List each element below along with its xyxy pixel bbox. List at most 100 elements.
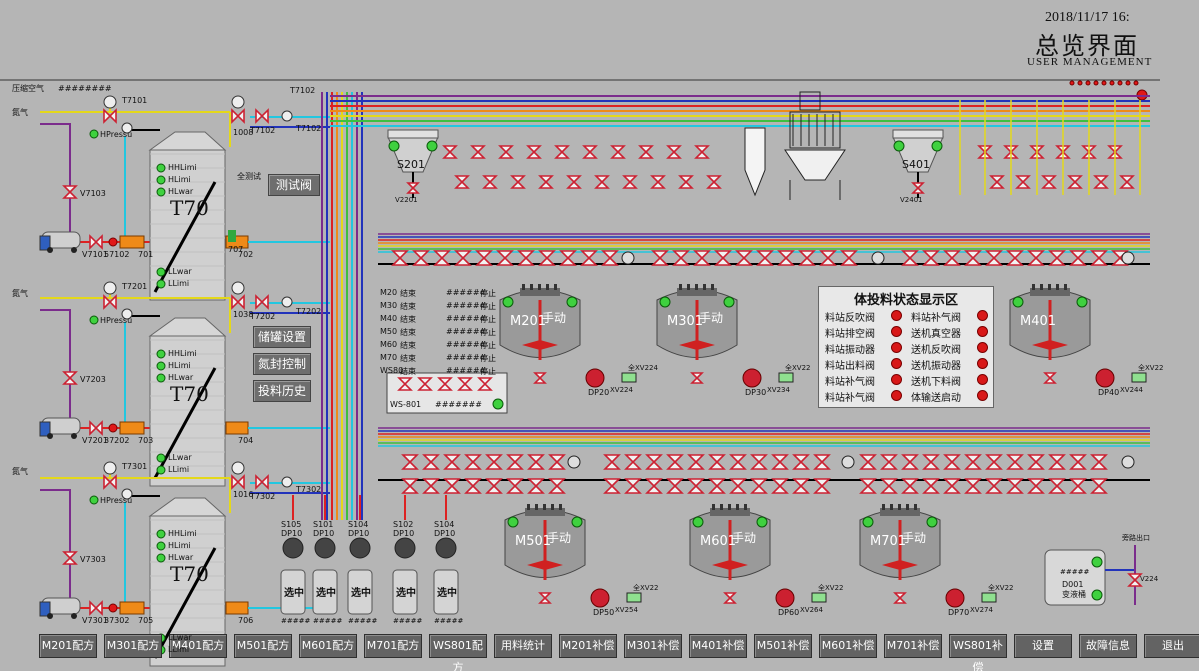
valve-icon[interactable]: [943, 250, 961, 266]
valve-icon[interactable]: [989, 175, 1005, 189]
valve-icon[interactable]: [422, 454, 440, 470]
test-valve-button[interactable]: 测试阀: [268, 174, 320, 196]
valve-icon[interactable]: [548, 454, 566, 470]
valve-icon[interactable]: [735, 250, 753, 266]
valve-icon[interactable]: [433, 250, 451, 266]
valve-icon[interactable]: [840, 250, 858, 266]
valve-icon[interactable]: [964, 250, 982, 266]
valve-icon[interactable]: [690, 372, 704, 384]
valve-icon[interactable]: [943, 478, 961, 494]
valve-icon[interactable]: [482, 175, 498, 189]
valve-icon[interactable]: [645, 454, 663, 470]
valve-icon[interactable]: [443, 454, 461, 470]
valve-icon[interactable]: [454, 175, 470, 189]
valve-icon[interactable]: [922, 478, 940, 494]
valve-icon[interactable]: [1090, 250, 1108, 266]
valve-icon[interactable]: [922, 250, 940, 266]
valve-icon[interactable]: [750, 454, 768, 470]
valve-icon[interactable]: [1015, 175, 1031, 189]
valve-icon[interactable]: [506, 478, 524, 494]
valve-icon[interactable]: [496, 250, 514, 266]
valve-icon[interactable]: [559, 250, 577, 266]
valve-icon[interactable]: [985, 478, 1003, 494]
valve-icon[interactable]: [622, 175, 638, 189]
valve-icon[interactable]: [62, 551, 78, 565]
valve-icon[interactable]: [666, 478, 684, 494]
valve-icon[interactable]: [964, 478, 982, 494]
valve-icon[interactable]: [1127, 573, 1143, 587]
valve-icon[interactable]: [255, 294, 269, 310]
valve-icon[interactable]: [792, 454, 810, 470]
valve-icon[interactable]: [498, 145, 514, 159]
valve-icon[interactable]: [1027, 250, 1045, 266]
valve-icon[interactable]: [964, 454, 982, 470]
valve-icon[interactable]: [391, 250, 409, 266]
valve-icon[interactable]: [756, 250, 774, 266]
valve-icon[interactable]: [89, 234, 103, 250]
valve-icon[interactable]: [880, 478, 898, 494]
bottom-button-0[interactable]: M201配方: [39, 634, 97, 658]
bottom-button-10[interactable]: M401补偿: [689, 634, 747, 658]
bottom-button-11[interactable]: M501补偿: [754, 634, 812, 658]
valve-icon[interactable]: [693, 250, 711, 266]
valve-icon[interactable]: [1027, 478, 1045, 494]
valve-icon[interactable]: [813, 478, 831, 494]
valve-icon[interactable]: [1119, 175, 1135, 189]
valve-icon[interactable]: [554, 145, 570, 159]
valve-icon[interactable]: [401, 454, 419, 470]
valve-icon[interactable]: [1006, 478, 1024, 494]
valve-icon[interactable]: [454, 250, 472, 266]
valve-icon[interactable]: [464, 454, 482, 470]
valve-icon[interactable]: [1048, 250, 1066, 266]
valve-icon[interactable]: [638, 145, 654, 159]
tank-settings-button[interactable]: 储罐设置: [253, 326, 311, 348]
valve-icon[interactable]: [1006, 454, 1024, 470]
valve-icon[interactable]: [610, 145, 626, 159]
valve-icon[interactable]: [624, 478, 642, 494]
valve-icon[interactable]: [813, 454, 831, 470]
bottom-button-6[interactable]: WS801配方: [429, 634, 487, 671]
valve-icon[interactable]: [533, 372, 547, 384]
valve-icon[interactable]: [901, 250, 919, 266]
valve-icon[interactable]: [798, 250, 816, 266]
valve-icon[interactable]: [103, 474, 117, 490]
valve-icon[interactable]: [231, 108, 245, 124]
valve-icon[interactable]: [401, 478, 419, 494]
valve-icon[interactable]: [901, 478, 919, 494]
valve-icon[interactable]: [714, 250, 732, 266]
bottom-button-12[interactable]: M601补偿: [819, 634, 877, 658]
valve-icon[interactable]: [687, 478, 705, 494]
bottom-button-13[interactable]: M701补偿: [884, 634, 942, 658]
valve-icon[interactable]: [1048, 478, 1066, 494]
valve-icon[interactable]: [527, 478, 545, 494]
valve-icon[interactable]: [437, 377, 453, 391]
bottom-button-4[interactable]: M601配方: [299, 634, 357, 658]
bottom-button-9[interactable]: M301补偿: [624, 634, 682, 658]
valve-icon[interactable]: [538, 592, 552, 604]
valve-icon[interactable]: [527, 454, 545, 470]
valve-icon[interactable]: [470, 145, 486, 159]
valve-icon[interactable]: [1006, 250, 1024, 266]
feed-history-button[interactable]: 投料历史: [253, 380, 311, 402]
valve-icon[interactable]: [771, 478, 789, 494]
valve-icon[interactable]: [750, 478, 768, 494]
valve-icon[interactable]: [819, 250, 837, 266]
valve-icon[interactable]: [566, 175, 582, 189]
bottom-button-14[interactable]: WS801补偿: [949, 634, 1007, 671]
valve-icon[interactable]: [943, 454, 961, 470]
valve-icon[interactable]: [1067, 175, 1083, 189]
valve-icon[interactable]: [1027, 454, 1045, 470]
valve-icon[interactable]: [1090, 478, 1108, 494]
valve-icon[interactable]: [706, 175, 722, 189]
bottom-button-5[interactable]: M701配方: [364, 634, 422, 658]
valve-icon[interactable]: [485, 478, 503, 494]
valve-icon[interactable]: [603, 454, 621, 470]
valve-icon[interactable]: [594, 175, 610, 189]
nitrogen-control-button[interactable]: 氮封控制: [253, 353, 311, 375]
valve-icon[interactable]: [510, 175, 526, 189]
valve-icon[interactable]: [443, 478, 461, 494]
valve-icon[interactable]: [526, 145, 542, 159]
valve-icon[interactable]: [859, 478, 877, 494]
valve-icon[interactable]: [893, 592, 907, 604]
valve-icon[interactable]: [1043, 372, 1057, 384]
